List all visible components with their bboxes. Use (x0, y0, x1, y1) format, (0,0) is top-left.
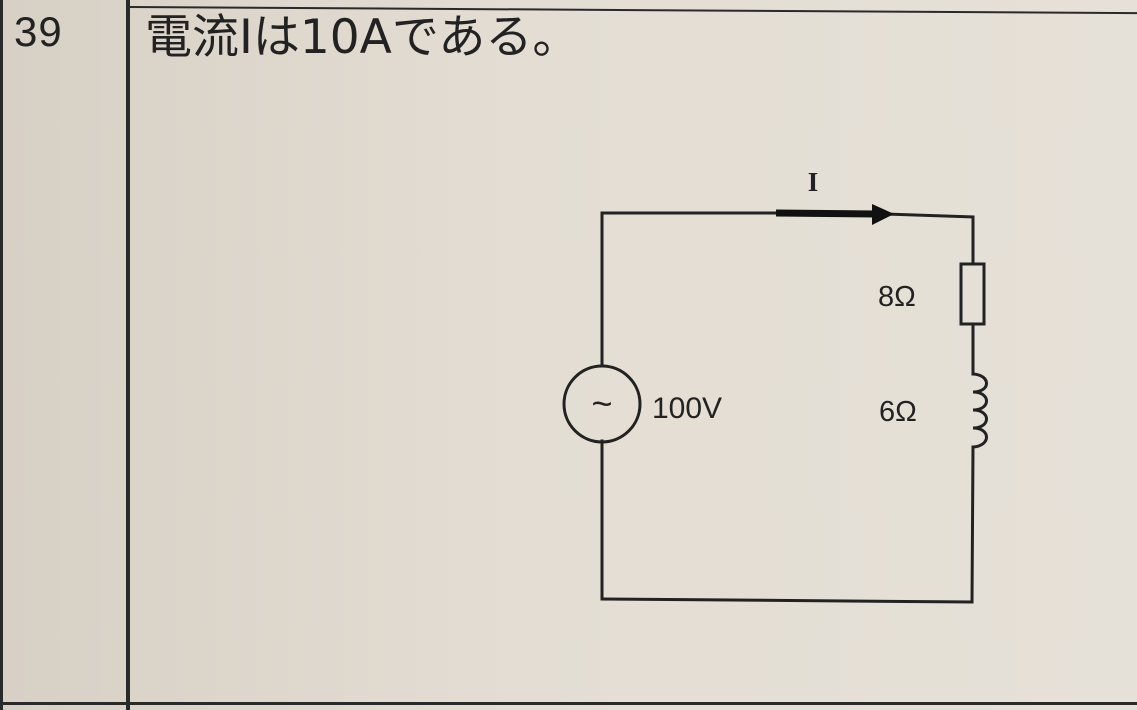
right-wire-bottom (970, 445, 975, 604)
bottom-wire (600, 597, 974, 604)
source-voltage-label: 100V (652, 392, 722, 425)
left-border-line (0, 0, 3, 710)
resistor-value-label: 8Ω (878, 281, 916, 313)
inductor-value-label: 6Ω (879, 396, 917, 428)
ac-source-circle (562, 364, 642, 444)
top-wire-right (882, 212, 975, 219)
bottom-border-line (0, 702, 1137, 705)
question-number: 39 (14, 8, 63, 55)
current-label: I (808, 167, 819, 197)
resistor-symbol (959, 262, 986, 326)
question-statement: 電流Iは10Aである。 (145, 10, 580, 65)
ac-source-symbol: ~ (591, 383, 612, 424)
inductor-coil-symbol (971, 372, 988, 449)
current-direction-arrow (775, 204, 894, 225)
question-number-column-rule (126, 0, 130, 710)
